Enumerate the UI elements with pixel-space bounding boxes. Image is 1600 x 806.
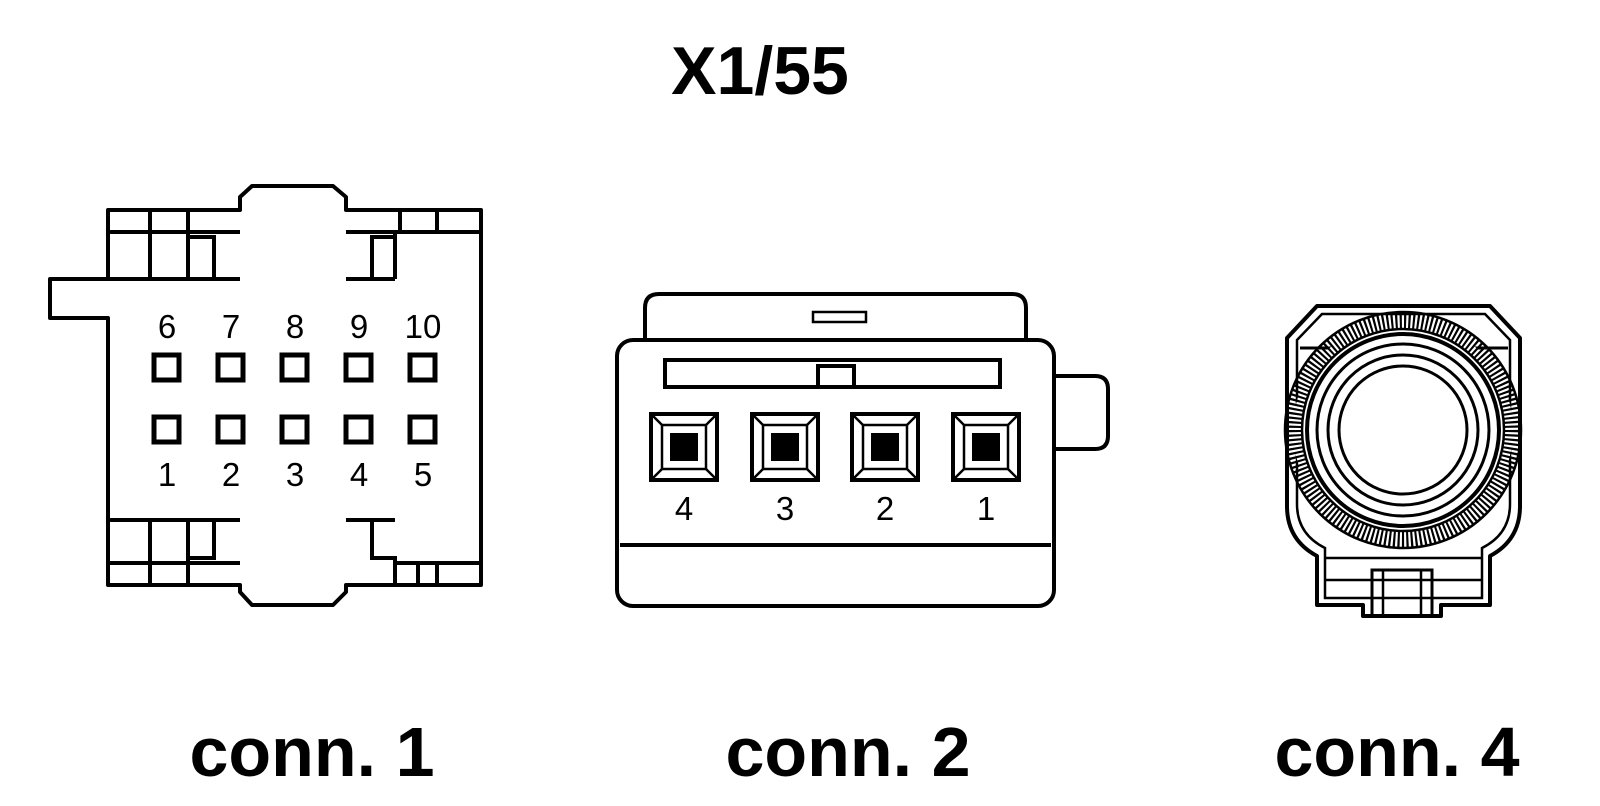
conn1-pin-2 [215,414,246,445]
conn1-pin-3 [279,414,310,445]
connector-1-housing [48,184,483,607]
connector-2-side-tab [1048,374,1110,451]
connector-2-top-slot [811,310,868,324]
conn1-pin-label: 7 [222,308,240,345]
conn2-terminal-4 [649,412,719,482]
conn1-pin-5 [407,414,438,445]
connector-1-bottom-latch [108,518,481,585]
connector-2-housing [615,338,1056,608]
connector-2-top-cap [643,292,1028,347]
conn2-pin-label: 4 [675,490,693,527]
conn1-pin-label: 2 [222,456,240,493]
conn1-pin-label: 5 [414,456,432,493]
conn1-pin-label: 4 [350,456,368,493]
connector-4-latch [1325,556,1482,618]
conn2-terminal-2 [850,412,920,482]
conn1-pin-4 [343,414,374,445]
conn2-terminal-3 [750,412,820,482]
conn1-pin-label: 10 [405,308,442,345]
conn1-pin-1 [151,414,182,445]
conn1-pin-8 [279,352,310,383]
conn1-pin-label: 3 [286,456,304,493]
conn2-pin-label: 2 [876,490,894,527]
connector-1-caption: conn. 1 [189,713,434,791]
conn1-pin-10 [407,352,438,383]
diagram-title: X1/55 [671,33,849,109]
conn2-pin-label: 1 [977,490,995,527]
connector-1-top-latch [108,210,481,281]
connector-4-inner-outline [1295,312,1512,600]
connector-4-socket [1337,364,1469,496]
conn1-pin-7 [215,352,246,383]
conn1-pin-label: 1 [158,456,176,493]
conn2-terminal-1 [951,412,1021,482]
connector-2-rail-notch [816,364,856,389]
conn1-pin-9 [343,352,374,383]
conn1-pin-label: 8 [286,308,304,345]
connector-2-caption: conn. 2 [725,713,970,791]
conn2-pin-label: 3 [776,490,794,527]
conn1-pin-label: 9 [350,308,368,345]
connector-2: 4 3 2 1 conn. 2 [615,292,1110,791]
connector-4-caption: conn. 4 [1274,713,1519,791]
connector-4: conn. 4 [1274,304,1523,791]
connector-1: 6 7 8 9 10 1 2 3 4 5 conn. 1 [48,184,483,791]
conn1-pin-label: 6 [158,308,176,345]
conn1-pin-6 [151,352,182,383]
